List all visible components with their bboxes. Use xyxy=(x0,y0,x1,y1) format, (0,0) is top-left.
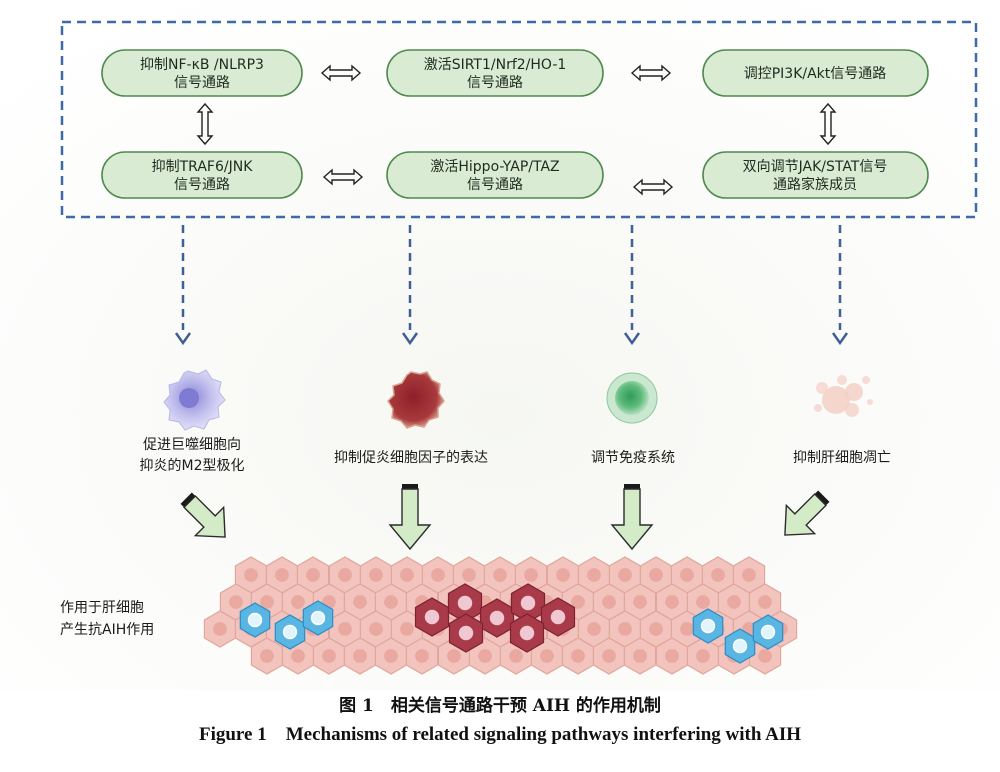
hepatocyte-hex xyxy=(437,637,471,675)
dashed-down-arrow xyxy=(831,225,849,346)
immune-cell-hex xyxy=(239,602,271,638)
inflamed-cell-icon xyxy=(387,371,445,429)
inflamed-cell-hex xyxy=(510,583,546,623)
green-arrow-icon xyxy=(610,484,654,551)
hepatocyte-hex xyxy=(623,637,657,675)
dashed-down-arrow xyxy=(401,225,419,346)
double-arrow-icon xyxy=(320,64,362,82)
immune-cell-hex xyxy=(274,614,306,650)
caption-chinese: 图 1 相关信号通路干预 AIH 的作用机制 xyxy=(339,695,661,716)
double-arrow-icon xyxy=(630,64,672,82)
double-arrow-icon xyxy=(819,102,837,146)
hepatocyte-hex xyxy=(530,637,564,675)
outcome-labels: 促进巨噬细胞向 抑炎的M2型极化 抑制促炎细胞因子的表达 调节免疫系统 抑制肝细… xyxy=(140,437,892,474)
immune-cell-hex xyxy=(692,608,724,644)
inflamed-cell-hex xyxy=(509,613,545,653)
immune-cell-hex xyxy=(302,600,334,636)
hepatocyte-hex xyxy=(623,583,657,621)
dashed-down-arrow xyxy=(623,225,641,346)
green-arrow-icon xyxy=(388,484,432,551)
outcome-label-line1: 抑制促炎细胞因子的表达 xyxy=(334,450,488,466)
pathway-pills: 抑制NF-κB /NLRP3 信号通路 激活SIRT1/Nrf2/HO-1 信号… xyxy=(101,49,929,199)
outcome-label-line2: 抑炎的M2型极化 xyxy=(140,458,245,474)
pathway-pill-line1: 激活SIRT1/Nrf2/HO-1 xyxy=(424,56,567,73)
pathway-pill-line1: 调控PI3K/Akt信号通路 xyxy=(744,66,887,82)
caption-english: Figure 1 Mechanisms of related signaling… xyxy=(199,724,801,745)
hepatocyte-hex xyxy=(405,637,439,675)
double-arrows xyxy=(196,64,837,196)
dashed-down-arrow xyxy=(174,225,192,346)
pathway-pill-line1: 激活Hippo-YAP/TAZ xyxy=(430,158,559,175)
hepatocyte-hex xyxy=(265,556,299,594)
pathway-pill-line2: 通路家族成员 xyxy=(773,176,857,193)
liver-cell-sheet xyxy=(203,556,798,675)
pathway-pill: 双向调节JAK/STAT信号 通路家族成员 xyxy=(702,151,929,199)
pathway-pill-line2: 信号通路 xyxy=(467,177,523,193)
hepatocyte-hex xyxy=(343,637,377,675)
hepatocyte-hex xyxy=(592,637,626,675)
hepatocyte-hex xyxy=(343,583,377,621)
double-arrow-icon xyxy=(322,168,364,186)
pathway-pill-line2: 信号通路 xyxy=(174,75,230,91)
green-arrow-icon xyxy=(784,490,830,536)
inflamed-cell-hex xyxy=(540,597,576,637)
outcome-label-line1: 调节免疫系统 xyxy=(591,450,675,466)
hepatocyte-hex xyxy=(312,637,346,675)
pathway-pill: 激活SIRT1/Nrf2/HO-1 信号通路 xyxy=(386,49,604,97)
pathway-pill-line2: 信号通路 xyxy=(174,177,230,193)
outcome-label-line1: 抑制肝细胞凋亡 xyxy=(793,450,891,466)
hepatocyte-hex xyxy=(250,637,284,675)
pathway-pill: 抑制TRAF6/JNK 信号通路 xyxy=(101,151,303,199)
inflamed-cell-hex xyxy=(479,598,515,638)
hepatocyte-hex xyxy=(359,556,393,594)
side-label-line1: 作用于肝细胞 xyxy=(60,600,144,616)
hepatocyte-hex xyxy=(514,556,548,594)
inflamed-cell-hex xyxy=(414,597,450,637)
pathway-pill: 调控PI3K/Akt信号通路 xyxy=(702,49,929,97)
outcome-label-line1: 促进巨噬细胞向 xyxy=(143,437,241,453)
inflamed-cell-hex xyxy=(448,613,484,653)
inflamed-cell-hex xyxy=(447,583,483,623)
pathway-pill: 激活Hippo-YAP/TAZ 信号通路 xyxy=(386,151,604,199)
apoptotic-hepatocyte-icon xyxy=(814,375,873,417)
immune-cell-hex xyxy=(752,614,784,650)
dashed-arrows xyxy=(174,225,849,346)
double-arrow-icon xyxy=(632,178,674,196)
hepatocyte-hex xyxy=(561,637,595,675)
immune-cell-hex xyxy=(724,628,756,664)
hepatocyte-hex xyxy=(328,556,362,594)
immune-cell-icon xyxy=(606,372,658,424)
macrophage-icon xyxy=(163,369,226,431)
hepatocyte-hex xyxy=(359,610,393,648)
pathway-pill-line1: 抑制NF-κB /NLRP3 xyxy=(140,57,264,73)
side-label-line2: 产生抗AIH作用 xyxy=(60,622,154,638)
hepatocyte-hex xyxy=(374,637,408,675)
green-arrow-icon xyxy=(180,492,226,538)
double-arrow-icon xyxy=(196,102,214,146)
pathway-pill-line1: 抑制TRAF6/JNK xyxy=(152,159,254,175)
hepatocyte-hex xyxy=(468,637,502,675)
pathway-pill-line2: 信号通路 xyxy=(467,75,523,91)
pathway-frame xyxy=(60,20,978,219)
pathway-pill-line1: 双向调节JAK/STAT信号 xyxy=(743,159,888,175)
green-arrows xyxy=(180,484,830,551)
hepatocyte-hex xyxy=(748,583,782,621)
pathway-pill: 抑制NF-κB /NLRP3 信号通路 xyxy=(101,49,303,97)
hepatocyte-hex xyxy=(732,556,766,594)
